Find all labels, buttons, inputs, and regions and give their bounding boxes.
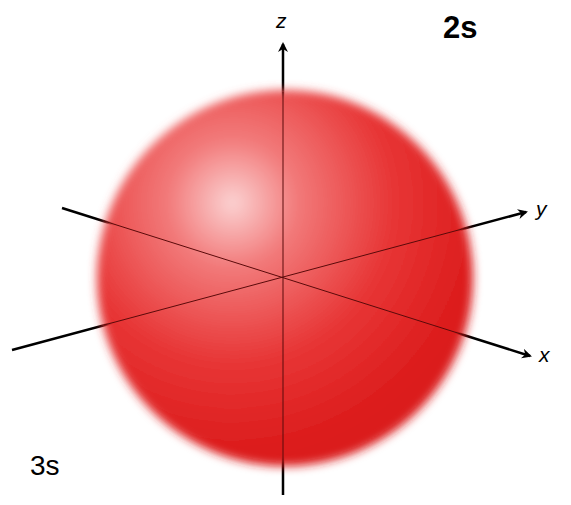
y-axis-inner [104, 228, 466, 325]
z-axis-inner [283, 92, 284, 466]
s-orbital-sphere [97, 90, 473, 466]
axis-label: x [539, 344, 550, 365]
axis-label: y [536, 198, 547, 219]
orbital-title: 2s [443, 12, 477, 43]
x-axis-inner [104, 221, 464, 335]
orbital-label: 3s [30, 452, 60, 480]
axis-label: z [276, 10, 287, 31]
